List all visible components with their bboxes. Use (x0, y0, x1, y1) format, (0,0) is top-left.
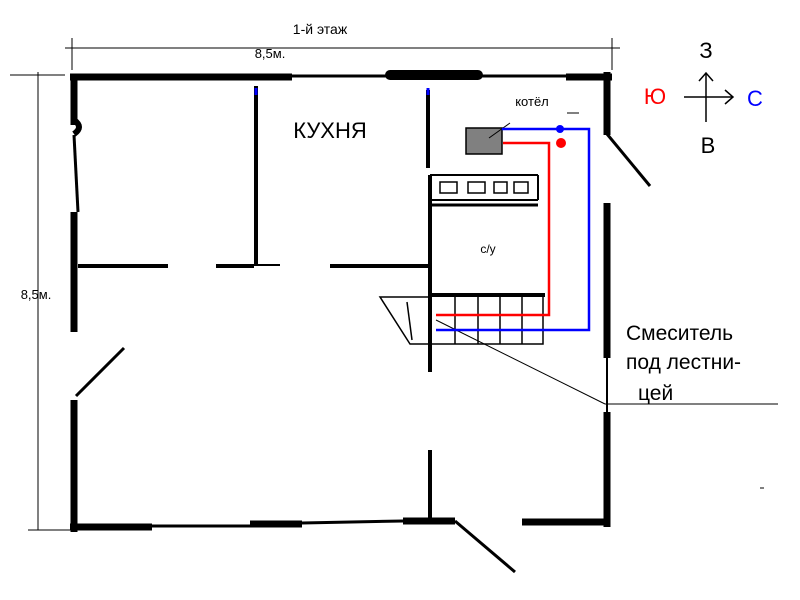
compass-west: Ю (644, 84, 666, 109)
mixer-note-line-2: под лестни- (626, 351, 741, 374)
stairs (378, 296, 544, 345)
wall-left-notch (72, 117, 82, 137)
door-right-top (605, 133, 652, 187)
stairs-outline-left (378, 296, 544, 345)
compass-south: В (701, 133, 716, 158)
mixer-note-line-3: цей (638, 382, 673, 405)
floor-title: 1-й этаж (293, 21, 348, 37)
stove-burner-1 (439, 181, 458, 194)
wall-bottom-thin-2 (301, 519, 404, 525)
door-left (74, 346, 126, 398)
width-label: 8,5м. (255, 46, 286, 61)
bathroom-label: с/у (480, 242, 495, 256)
door-bottom (454, 519, 516, 574)
hot-water-pipe (436, 141, 551, 317)
compass-cross-arrow-icon (684, 71, 735, 122)
hot-pipe-valve (556, 138, 566, 148)
boiler-label: котёл (515, 94, 549, 109)
compass: З Ю С В (644, 38, 763, 158)
boiler (465, 127, 503, 155)
outer-walls (70, 70, 612, 532)
compass-north: З (699, 38, 712, 63)
note-leader-line (435, 319, 606, 405)
height-label: 8,5м. (21, 287, 52, 302)
stove-burner-3 (493, 181, 508, 194)
interior-walls (78, 86, 432, 518)
kitchen-counter (430, 174, 539, 207)
stove-burner-2 (467, 181, 486, 194)
dimension-lines (10, 38, 620, 531)
cold-pipe-valve (556, 125, 564, 133)
boiler-label-leader (488, 122, 511, 139)
wall-left-upper-thin (72, 134, 80, 213)
stove-burner-4 (513, 181, 529, 194)
mixer-note-line-1: Смеситель (626, 322, 733, 345)
doors (74, 133, 652, 574)
kitchen-label: КУХНЯ (293, 118, 367, 143)
cold-water-pipe (436, 127, 591, 332)
compass-east: С (747, 86, 763, 111)
